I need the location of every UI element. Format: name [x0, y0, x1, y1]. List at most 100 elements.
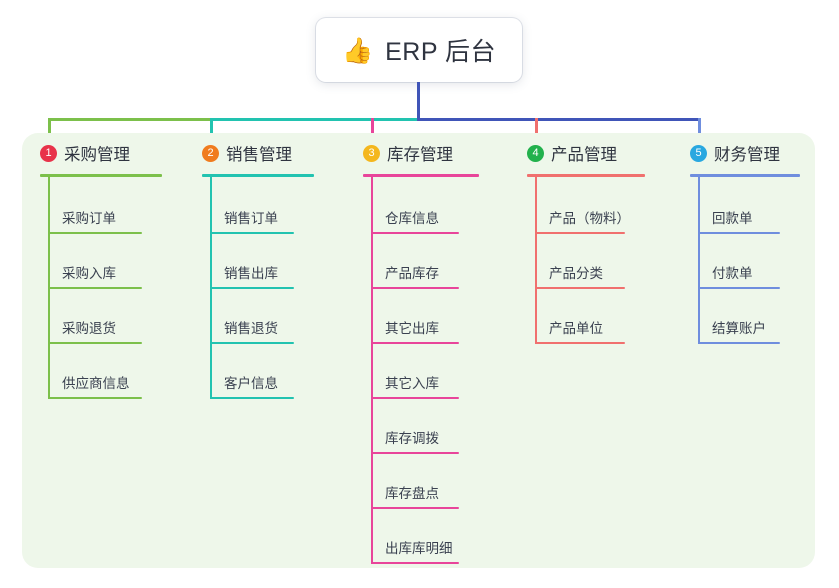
- column-badge-1: 1: [40, 144, 57, 162]
- leaf-item[interactable]: 其它入库: [363, 367, 495, 399]
- leaf-item-rule: [371, 562, 459, 564]
- root-stem-line: [417, 82, 420, 121]
- column-header-2[interactable]: 2 销售管理: [202, 141, 292, 165]
- branch-column-3: 3 库存管理仓库信息产品库存其它出库其它入库库存调拨库存盘点出库库明细: [363, 133, 499, 568]
- leaf-item-label: 其它出库: [385, 321, 439, 336]
- leaf-item-label: 采购退货: [62, 321, 116, 336]
- leaf-item-label: 库存调拨: [385, 431, 439, 446]
- column-rule-3: [363, 174, 479, 177]
- branch-column-4: 4 产品管理产品（物料） 产品分类产品单位: [527, 133, 665, 568]
- column-spine-3: [371, 174, 373, 564]
- leaf-item-rule: [210, 397, 294, 399]
- leaf-item-label: 产品单位: [549, 321, 603, 336]
- column-rule-2: [202, 174, 314, 177]
- branch-column-5: 5 财务管理回款单付款单结算账户: [690, 133, 820, 568]
- leaf-item[interactable]: 产品库存: [363, 257, 495, 289]
- leaf-item-label: 产品分类: [549, 266, 603, 281]
- leaf-item-rule: [535, 287, 625, 289]
- leaf-item-rule: [48, 342, 142, 344]
- leaf-item[interactable]: 付款单: [690, 257, 816, 289]
- leaf-item[interactable]: 出库库明细: [363, 532, 495, 564]
- leaf-item[interactable]: 产品（物料）: [527, 202, 661, 234]
- column-badge-2: 2: [202, 144, 219, 162]
- leaf-item-rule: [698, 287, 780, 289]
- leaf-item-rule: [535, 232, 625, 234]
- leaf-item-label: 销售出库: [224, 266, 278, 281]
- leaf-item-label: 采购订单: [62, 211, 116, 226]
- leaf-item-rule: [210, 232, 294, 234]
- leaf-item[interactable]: 销售出库: [202, 257, 330, 289]
- leaf-item[interactable]: 其它出库: [363, 312, 495, 344]
- leaf-item[interactable]: 产品单位: [527, 312, 661, 344]
- leaf-item-rule: [48, 232, 142, 234]
- leaf-item-rule: [698, 232, 780, 234]
- column-badge-5: 5: [690, 144, 707, 162]
- bar-segment-3: [417, 118, 700, 121]
- leaf-item[interactable]: 仓库信息: [363, 202, 495, 234]
- column-title-4: 产品管理: [551, 146, 617, 164]
- column-title-2: 销售管理: [226, 146, 292, 164]
- leaf-item-rule: [698, 342, 780, 344]
- leaf-item-label: 其它入库: [385, 376, 439, 391]
- column-spine-2: [210, 174, 212, 399]
- column-header-3[interactable]: 3 库存管理: [363, 141, 453, 165]
- column-spine-4: [535, 174, 537, 344]
- column-title-3: 库存管理: [387, 146, 453, 164]
- column-spine-1: [48, 174, 50, 399]
- leaf-item-label: 客户信息: [224, 376, 278, 391]
- branch-column-2: 2 销售管理销售订单销售出库销售退货客户信息: [202, 133, 334, 568]
- leaf-item-rule: [371, 232, 459, 234]
- leaf-item[interactable]: 客户信息: [202, 367, 330, 399]
- leaf-item[interactable]: 产品分类: [527, 257, 661, 289]
- leaf-item-label: 回款单: [712, 211, 753, 226]
- bar-segment-2: [210, 118, 421, 121]
- leaf-item-rule: [371, 342, 459, 344]
- leaf-item-label: 产品（物料）: [549, 211, 630, 226]
- branch-panel: 1 采购管理采购订单采购入库采购退货供应商信息 2 销售管理销售订单销售出库销售退货客…: [22, 133, 815, 568]
- bar-segment-1: [48, 118, 212, 121]
- leaf-item[interactable]: 采购订单: [40, 202, 178, 234]
- leaf-item-label: 采购入库: [62, 266, 116, 281]
- column-badge-4: 4: [527, 144, 544, 162]
- column-badge-3: 3: [363, 144, 380, 162]
- leaf-item[interactable]: 采购退货: [40, 312, 178, 344]
- leaf-item-rule: [210, 342, 294, 344]
- leaf-item[interactable]: 库存调拨: [363, 422, 495, 454]
- leaf-item[interactable]: 结算账户: [690, 312, 816, 344]
- leaf-item-rule: [535, 342, 625, 344]
- column-rule-1: [40, 174, 162, 177]
- leaf-item-rule: [371, 507, 459, 509]
- leaf-item-rule: [371, 452, 459, 454]
- column-header-4[interactable]: 4 产品管理: [527, 141, 617, 165]
- leaf-item-label: 产品库存: [385, 266, 439, 281]
- leaf-item-label: 出库库明细: [385, 541, 453, 556]
- leaf-item[interactable]: 采购入库: [40, 257, 178, 289]
- leaf-item-label: 供应商信息: [62, 376, 130, 391]
- leaf-item[interactable]: 销售订单: [202, 202, 330, 234]
- column-rule-4: [527, 174, 645, 177]
- root-title: ERP 后台: [385, 38, 497, 66]
- column-spine-5: [698, 174, 700, 344]
- leaf-item-rule: [210, 287, 294, 289]
- leaf-item[interactable]: 库存盘点: [363, 477, 495, 509]
- column-title-5: 财务管理: [714, 146, 780, 164]
- leaf-item-label: 付款单: [712, 266, 753, 281]
- leaf-item[interactable]: 销售退货: [202, 312, 330, 344]
- root-node[interactable]: 👍 ERP 后台: [316, 18, 522, 82]
- leaf-item-label: 销售退货: [224, 321, 278, 336]
- leaf-item-rule: [48, 287, 142, 289]
- column-header-1[interactable]: 1 采购管理: [40, 141, 130, 165]
- leaf-item-label: 仓库信息: [385, 211, 439, 226]
- leaf-item-label: 库存盘点: [385, 486, 439, 501]
- branch-column-1: 1 采购管理采购订单采购入库采购退货供应商信息: [40, 133, 182, 568]
- leaf-item-label: 销售订单: [224, 211, 278, 226]
- leaf-item-label: 结算账户: [712, 321, 766, 336]
- column-title-1: 采购管理: [64, 146, 130, 164]
- thumbs-up-icon: 👍: [341, 35, 374, 65]
- leaf-item-rule: [48, 397, 142, 399]
- leaf-item[interactable]: 供应商信息: [40, 367, 178, 399]
- column-header-5[interactable]: 5 财务管理: [690, 141, 780, 165]
- leaf-item-rule: [371, 287, 459, 289]
- leaf-item[interactable]: 回款单: [690, 202, 816, 234]
